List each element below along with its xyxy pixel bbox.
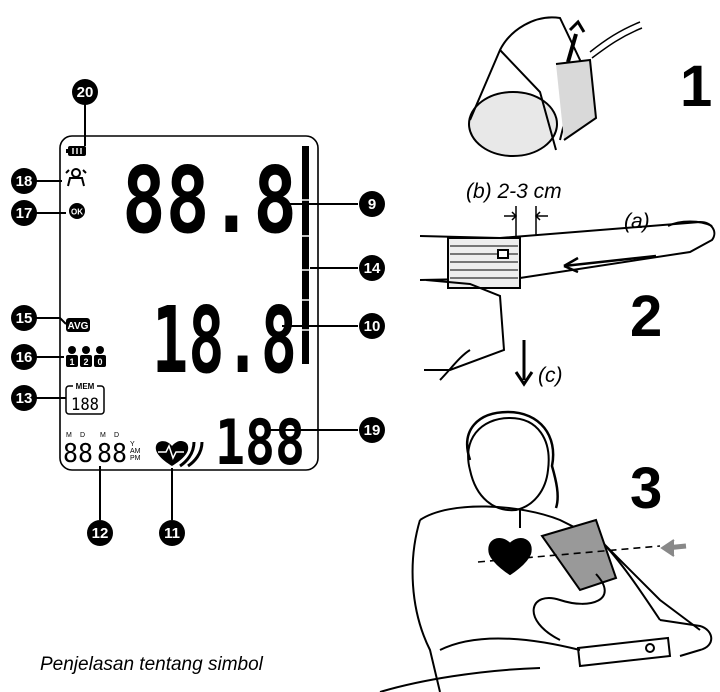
- step-1-cuff-illustration: [468, 16, 643, 157]
- user-guest-icon: 0: [94, 346, 106, 367]
- callout-14: 14: [359, 255, 385, 281]
- memory-digits: 188: [71, 395, 99, 415]
- svg-text:19: 19: [364, 422, 381, 439]
- svg-text:17: 17: [16, 205, 33, 222]
- lcd-frame: [59, 135, 319, 471]
- step-3-person-illustration: [379, 410, 713, 692]
- pulse-digits: 188: [215, 406, 305, 479]
- svg-text:PM: PM: [130, 455, 141, 462]
- user-2-icon: 2: [80, 346, 92, 367]
- step-2-arm-illustration: [419, 206, 716, 387]
- callout-12: 12: [87, 520, 113, 546]
- callout-13: 13: [11, 385, 37, 411]
- svg-text:M: M: [100, 432, 106, 439]
- callout-11: 11: [159, 520, 185, 546]
- svg-text:88: 88: [63, 439, 93, 469]
- svg-text:12: 12: [92, 525, 109, 542]
- callout-18: 18: [11, 168, 37, 194]
- step-2-number: 2: [630, 284, 662, 349]
- callout-16: 16: [11, 344, 37, 370]
- svg-text:13: 13: [16, 390, 33, 407]
- memory-label: MEM: [76, 382, 95, 391]
- label-b: (b) 2-3 cm: [466, 180, 562, 203]
- lcd-display-diagram: 88.8 18.8 188: [11, 79, 385, 546]
- svg-text:14: 14: [364, 260, 381, 277]
- callout-leaders: [36, 104, 358, 520]
- svg-text:AM: AM: [130, 448, 141, 455]
- svg-text:0: 0: [97, 357, 102, 367]
- svg-text:10: 10: [364, 318, 381, 335]
- cuff-wrap-icon: [65, 168, 87, 187]
- step-1-number: 1: [680, 54, 712, 119]
- diastolic-digits: 18.8: [152, 287, 297, 394]
- average-icon: AVG: [66, 318, 90, 332]
- ok-label: OK: [71, 208, 83, 217]
- callout-15: 15: [11, 305, 37, 331]
- avg-label: AVG: [68, 321, 89, 332]
- caption-text: Penjelasan tentang simbol: [40, 654, 264, 675]
- svg-text:11: 11: [164, 525, 180, 542]
- svg-text:16: 16: [16, 349, 33, 366]
- svg-text:M: M: [66, 432, 72, 439]
- callout-17: 17: [11, 200, 37, 226]
- battery-icon: [66, 146, 86, 156]
- callout-19: 19: [359, 417, 385, 443]
- user-1-icon: 1: [66, 346, 78, 367]
- svg-text:9: 9: [368, 196, 376, 213]
- callout-9: 9: [359, 191, 385, 217]
- callout-10: 10: [359, 313, 385, 339]
- svg-text:2: 2: [83, 357, 88, 367]
- date-time-display: M D 88 M D 88 Y AM PM: [63, 432, 141, 469]
- memory-icon: MEM 188: [65, 382, 105, 415]
- user-select-icons: 1 2 0: [66, 346, 106, 367]
- label-c: (c): [538, 364, 563, 387]
- heartbeat-icon: [155, 441, 204, 468]
- step-3-number: 3: [630, 456, 662, 521]
- callout-20: 20: [72, 79, 98, 105]
- svg-text:Y: Y: [130, 441, 135, 448]
- systolic-digits: 88.8: [122, 147, 297, 254]
- svg-text:15: 15: [16, 310, 33, 327]
- cuff-ok-icon: OK: [69, 203, 85, 219]
- svg-text:1: 1: [69, 357, 74, 367]
- svg-text:D: D: [80, 432, 85, 439]
- svg-text:88: 88: [97, 439, 127, 469]
- svg-text:D: D: [114, 432, 119, 439]
- svg-text:20: 20: [77, 84, 94, 101]
- pressure-level-indicator: [300, 146, 311, 364]
- svg-text:18: 18: [16, 173, 33, 190]
- label-a: (a): [624, 210, 650, 233]
